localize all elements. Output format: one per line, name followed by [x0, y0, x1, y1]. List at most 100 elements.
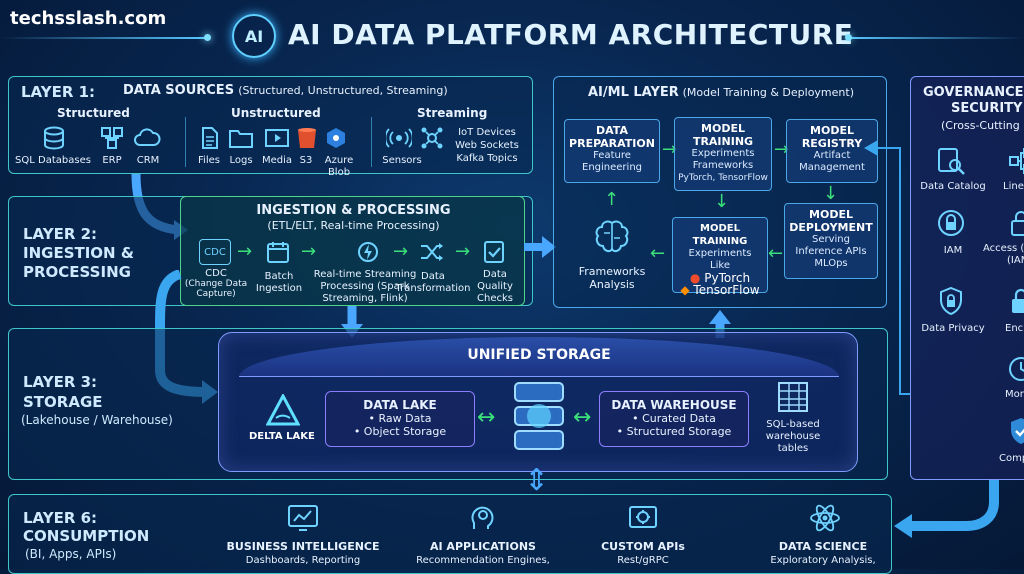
step-quality: Data Quality Checks	[469, 269, 521, 305]
layer2-heading-2: INGESTION &	[23, 244, 134, 262]
consumption-api-title: CUSTOM APIs	[601, 540, 685, 553]
step-streaming-l1: Real-time Streaming	[313, 269, 417, 280]
source-crm: CRM	[136, 155, 160, 166]
prep-title-2: PREPARATION	[569, 137, 655, 150]
deploy-title-1: MODEL	[809, 208, 853, 221]
model-training-frameworks-box: MODEL TRAINING Experiments Like ● PyTorc…	[672, 217, 768, 296]
deploy-sub-2: Inference APIs	[795, 246, 867, 257]
deploy-title-2: DEPLOYMENT	[789, 221, 873, 234]
training-sub-3: PyTorch, TensorFlow	[678, 173, 768, 183]
table-icon	[775, 379, 811, 415]
sql-tables: SQL-based warehouse tables	[755, 419, 831, 455]
folder-icon	[227, 123, 255, 153]
arrow-db-warehouse: ↔	[573, 405, 592, 430]
step-arrow-4: →	[455, 241, 471, 262]
step-quality-l3: Checks	[477, 293, 513, 304]
cloud-icon	[131, 123, 163, 153]
consumption-bi-title: BUSINESS INTELLIGENCE	[226, 540, 380, 553]
step-quality-l2: Quality	[477, 281, 513, 292]
step-cdc-l3: Capture)	[196, 289, 236, 299]
layer6-heading-3: (BI, Apps, APIs)	[25, 547, 117, 561]
training-sub-1: Experiments	[691, 148, 755, 159]
unified-storage-box: UNIFIED STORAGE DELTA LAKE DATA LAKE • R…	[218, 332, 858, 472]
data-warehouse-item-1: • Curated Data	[632, 412, 716, 425]
shield-lock-icon	[935, 285, 967, 317]
delta-lake-label: DELTA LAKE	[249, 431, 315, 442]
frameworks-analysis: Frameworks Analysis	[570, 265, 654, 291]
s3-bucket-icon	[295, 123, 319, 153]
ingestion-title: INGESTION & PROCESSING	[256, 203, 451, 218]
step-arrow-2: →	[301, 241, 317, 262]
source-web-sockets: Web Sockets	[455, 140, 519, 151]
source-iot: IoT Devices	[458, 127, 516, 138]
training-title-1: MODEL	[701, 122, 745, 135]
lightning-icon	[353, 239, 383, 265]
sql-l2: warehouse	[765, 431, 821, 442]
step-streaming-l3: Streaming, Flink)	[322, 293, 408, 304]
file-icon	[197, 123, 223, 153]
iot-icon	[417, 123, 447, 153]
api-icon	[625, 501, 661, 535]
unified-storage-title: UNIFIED STORAGE	[467, 347, 611, 363]
frameworks-l2: Analysis	[589, 278, 635, 291]
governance-panel: GOVERNANCE SECURITY (Cross-Cutting Data …	[910, 76, 1024, 480]
layer6-heading-2: CONSUMPTION	[23, 527, 150, 545]
layer3-heading-2: STORAGE	[23, 393, 103, 411]
source-s3: S3	[299, 155, 313, 166]
step-transform-l2: Transformation	[395, 283, 471, 294]
aiml-title-row: AI/ML LAYER (Model Training & Deployment…	[554, 85, 888, 100]
arrow-train-down: ↓	[714, 191, 730, 212]
pytorch-label: ● PyTorch	[673, 272, 767, 284]
consumption-ds-title: DATA SCIENCE	[778, 540, 868, 553]
sql-l3: tables	[777, 443, 809, 454]
step-streaming-l2: Processing (Spark	[320, 281, 410, 292]
database-server-icon	[507, 377, 571, 457]
layer3-heading-3: (Lakehouse / Warehouse)	[21, 413, 173, 427]
gov-data-catalog: Data Catalog	[920, 181, 986, 192]
layer2-heading-3: PROCESSING	[23, 263, 131, 281]
header-dot-left	[204, 34, 211, 41]
prep-sub-1: Feature	[593, 150, 631, 161]
governance-title-2: SECURITY	[951, 101, 1023, 116]
calendar-icon	[263, 239, 293, 265]
arrow-lake-db: ↔	[477, 405, 496, 430]
layer1-panel: LAYER 1: DATA SOURCES (Structured, Unstr…	[8, 76, 533, 178]
prep-sub-2: Engineering	[582, 162, 642, 173]
layer6-heading-1: LAYER 6:	[23, 509, 98, 527]
gov-encryption: Encryp	[1005, 323, 1024, 334]
registry-title-2: REGISTRY	[801, 137, 863, 150]
gov-access-iam: (IAM	[1007, 255, 1024, 266]
azure-blob-icon	[323, 123, 349, 153]
data-lake-box: DATA LAKE • Raw Data • Object Storage	[325, 391, 475, 447]
pytorch-icon: ●	[689, 271, 701, 285]
prep-title-1: DATA	[596, 124, 628, 137]
access-icon	[1005, 207, 1024, 239]
source-erp: ERP	[102, 155, 122, 166]
monitoring-icon	[1005, 353, 1024, 385]
source-kafka: Kafka Topics	[456, 153, 518, 164]
compliance-icon	[1005, 415, 1024, 447]
training2-sub-2: Like	[710, 260, 730, 271]
data-lake-item-2: • Object Storage	[353, 425, 447, 438]
governance-subtitle: (Cross-Cutting	[941, 119, 1020, 132]
layer1-title-row: DATA SOURCES (Structured, Unstructured, …	[123, 83, 448, 98]
arrow-prep-to-train: →	[662, 139, 678, 160]
data-preparation-box: DATA PREPARATION Feature Engineering	[564, 119, 660, 183]
arrow-l2-to-aiml	[524, 236, 556, 258]
layer6-panel: LAYER 6: CONSUMPTION (BI, Apps, APIs) BU…	[8, 494, 892, 574]
data-warehouse-box: DATA WAREHOUSE • Curated Data • Structur…	[599, 391, 749, 447]
clipboard-check-icon	[479, 237, 509, 265]
aiml-panel: AI/ML LAYER (Model Training & Deployment…	[553, 76, 887, 308]
consumption-api-sub: Rest/gRPC	[617, 555, 669, 566]
step-cdc-l2: (Change Data	[184, 279, 248, 289]
catalog-icon	[935, 145, 967, 177]
arrow-deploy-to-training2: ←	[768, 243, 784, 264]
source-media: Media	[261, 155, 293, 166]
training2-sub-1: Experiments	[688, 248, 752, 259]
registry-title-1: MODEL	[810, 124, 854, 137]
gov-monitoring: Monito	[1005, 389, 1024, 400]
gov-compliance: Compli	[999, 453, 1024, 464]
tensorflow-label: ◆ TensorFlow	[673, 284, 767, 296]
model-deployment-box: MODEL DEPLOYMENT Serving Inference APIs …	[784, 203, 878, 279]
consumption-ai-sub: Recommendation Engines,	[416, 555, 550, 566]
